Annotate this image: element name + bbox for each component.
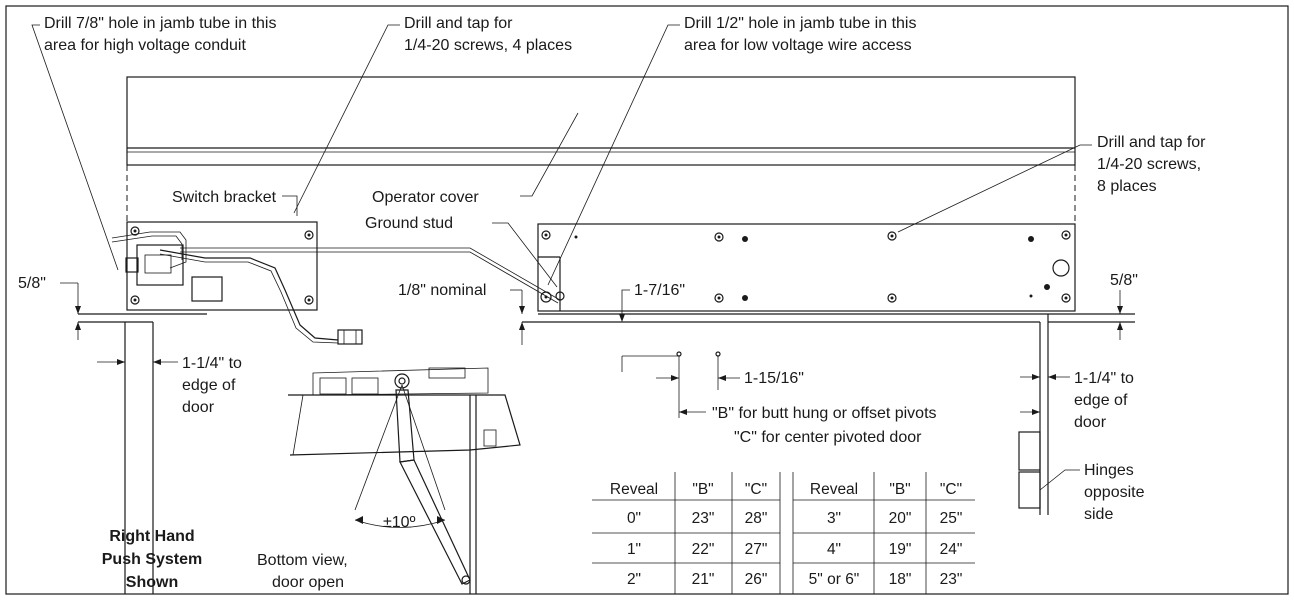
table-cell: 20" bbox=[889, 510, 912, 527]
dim-18-nominal: 1/8" nominal bbox=[398, 282, 486, 299]
table-cell: 3" bbox=[827, 510, 841, 527]
switch-bracket-label: Switch bracket bbox=[172, 189, 277, 206]
right-hand-line1: Right Hand bbox=[109, 528, 194, 545]
table-cell: 21" bbox=[692, 571, 715, 588]
table-cell: 24" bbox=[940, 541, 963, 558]
dim-left-114-line2: edge of bbox=[182, 377, 236, 394]
hinges-line1: Hinges bbox=[1084, 462, 1134, 479]
table-cell: 0" bbox=[627, 510, 641, 527]
tap-8-line1: Drill and tap for bbox=[1097, 134, 1206, 151]
reveal-table: Reveal "B" "C" Reveal "B" "C" 0" 23" 28"… bbox=[592, 472, 975, 594]
header-b-2: "B" bbox=[889, 481, 910, 498]
right-hand-line2: Push System bbox=[102, 551, 202, 568]
door-frame-shape bbox=[78, 313, 1135, 594]
dim-right-114-line3: door bbox=[1074, 414, 1107, 431]
dim-right-114-line2: edge of bbox=[1074, 392, 1128, 409]
c-note: "C" for center pivoted door bbox=[734, 429, 922, 446]
angle-label: ±10º bbox=[383, 514, 416, 531]
table-cell: 28" bbox=[745, 510, 768, 527]
header-c-2: "C" bbox=[940, 481, 962, 498]
table-cell: 2" bbox=[627, 571, 641, 588]
header-reveal-2: Reveal bbox=[810, 481, 858, 498]
table-cell: 18" bbox=[889, 571, 912, 588]
bottom-view-shape bbox=[288, 367, 521, 594]
dim-right-114-line1: 1-1/4" to bbox=[1074, 370, 1134, 387]
hinges-line2: opposite bbox=[1084, 484, 1145, 501]
b-note: "B" for butt hung or offset pivots bbox=[712, 405, 937, 422]
table-cell: 27" bbox=[745, 541, 768, 558]
mounting-plate-shape bbox=[537, 223, 1076, 312]
table-cell: 5" or 6" bbox=[809, 571, 860, 588]
dim-1-15-16: 1-15/16" bbox=[744, 370, 804, 387]
table-cell: 4" bbox=[827, 541, 841, 558]
table-cell: 23" bbox=[940, 571, 963, 588]
drawing-border bbox=[5, 5, 1289, 595]
operator-cover-label: Operator cover bbox=[372, 189, 479, 206]
table-cell: 19" bbox=[889, 541, 912, 558]
tap-8-line2: 1/4-20 screws, bbox=[1097, 156, 1201, 173]
tap-4-line1: Drill and tap for bbox=[404, 15, 513, 32]
bottom-view-line1: Bottom view, bbox=[257, 552, 348, 569]
table-cell: 26" bbox=[745, 571, 768, 588]
switch-bracket-shape bbox=[111, 221, 561, 345]
dim-left-114-line3: door bbox=[182, 399, 215, 416]
callout-labels: Drill 7/8" hole in jamb tube in this are… bbox=[44, 15, 1206, 591]
table-cell: 22" bbox=[692, 541, 715, 558]
drill-12-line1: Drill 1/2" hole in jamb tube in this bbox=[684, 15, 916, 32]
drill-78-line2: area for high voltage conduit bbox=[44, 37, 246, 54]
ground-stud-label: Ground stud bbox=[365, 215, 453, 232]
header-c-1: "C" bbox=[745, 481, 767, 498]
operator-cover-shape bbox=[126, 76, 1076, 222]
dim-left-114-line1: 1-1/4" to bbox=[182, 355, 242, 372]
table-cell: 23" bbox=[692, 510, 715, 527]
tap-4-line2: 1/4-20 screws, 4 places bbox=[404, 37, 572, 54]
leader-lines bbox=[31, 24, 1123, 524]
dim-right-58: 5/8" bbox=[1110, 272, 1138, 289]
drill-12-line2: area for low voltage wire access bbox=[684, 37, 912, 54]
tap-8-line3: 8 places bbox=[1097, 178, 1157, 195]
header-b-1: "B" bbox=[692, 481, 713, 498]
bottom-view-line2: door open bbox=[272, 574, 344, 591]
dim-1-7-16: 1-7/16" bbox=[634, 282, 685, 299]
right-hand-line3: Shown bbox=[126, 574, 178, 591]
dimension-labels: 5/8" 5/8" 1/8" nominal 1-7/16" 1-15/16" … bbox=[18, 272, 1138, 531]
table-cell: 1" bbox=[627, 541, 641, 558]
table-cell: 25" bbox=[940, 510, 963, 527]
drill-78-line1: Drill 7/8" hole in jamb tube in this bbox=[44, 15, 276, 32]
dim-left-58: 5/8" bbox=[18, 275, 46, 292]
header-reveal-1: Reveal bbox=[610, 481, 658, 498]
hinges-line3: side bbox=[1084, 506, 1113, 523]
